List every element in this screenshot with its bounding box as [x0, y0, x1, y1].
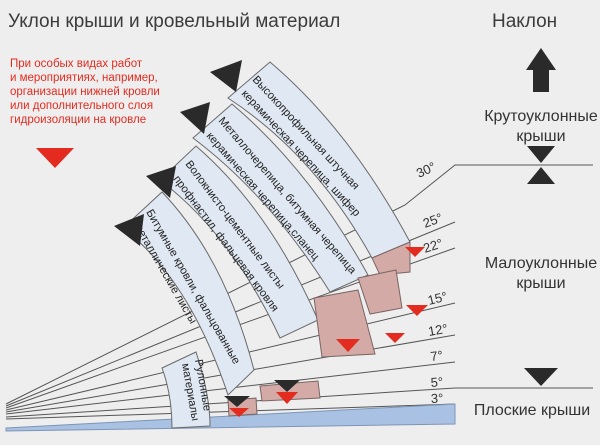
low-label-line1: Малоуклонные — [485, 255, 597, 272]
steep-label-line1: Крутоуклонные — [484, 108, 598, 125]
band-3b-red-marker-icon — [385, 333, 405, 343]
band-2-red-marker-icon — [406, 305, 428, 316]
arrow-band-3-icon — [146, 166, 176, 198]
band-2-shape — [192, 103, 369, 293]
flat-marker-icon — [524, 368, 558, 386]
material-band-5: Рулонные материалы — [161, 351, 258, 429]
band-4-shape — [122, 191, 255, 396]
angle-label: 30° — [414, 159, 438, 181]
note-line: организации нижней кровли — [10, 86, 160, 98]
band-1-red-marker-icon — [405, 247, 425, 257]
band-3-red-marker-icon — [336, 339, 360, 352]
band-4-black-marker-icon — [274, 380, 300, 392]
up-arrow-icon — [526, 48, 556, 70]
arrow-band-1-icon — [210, 60, 242, 92]
band-5-red-marker-icon — [229, 408, 249, 417]
slope-heading: Наклон — [492, 11, 557, 32]
diagram-title: Уклон крыши и кровельный материал — [8, 11, 340, 32]
flat-roof-bar — [5, 403, 456, 432]
angle-label: 3° — [431, 391, 444, 406]
band-3-pink-block — [313, 289, 376, 358]
band-1-pink-block — [371, 241, 411, 276]
band-4-red-marker-icon — [276, 392, 298, 404]
flat-label: Плоские крыши — [474, 402, 590, 419]
scale-marker-down-icon — [527, 146, 555, 163]
note-red-marker-icon — [36, 148, 74, 168]
scale-marker-up-icon — [527, 167, 555, 184]
angle-label: 15° — [426, 289, 449, 308]
band-5-black-marker-icon — [224, 396, 250, 407]
arrow-band-4-icon — [114, 214, 144, 246]
note-line: и мероприятиях, например, — [10, 72, 158, 84]
angle-label: 12° — [427, 321, 449, 339]
angle-labels: 30° 25° 22° 15° 12° 7° 5° 3° — [414, 159, 449, 406]
band-4-pink-block — [259, 380, 321, 402]
angle-label: 22° — [421, 236, 444, 256]
low-label-line2: крыши — [516, 275, 565, 292]
note-line: При особых видах работ — [10, 58, 143, 70]
angle-label: 5° — [430, 374, 443, 390]
band-2-pink-block — [357, 269, 403, 315]
slope-line-5 — [5, 387, 593, 418]
direction-arrows — [114, 60, 242, 246]
up-arrow-shaft — [533, 70, 549, 92]
band-5-shape — [161, 351, 211, 429]
note-line: или дополнительного слоя — [10, 100, 153, 112]
steep-label-line2: крыши — [516, 128, 565, 145]
angle-label: 25° — [421, 210, 445, 231]
slope-scale: Крутоуклонные крыши Малоуклонные крыши П… — [474, 48, 598, 419]
angle-label: 7° — [430, 348, 444, 364]
arrow-band-2-icon — [180, 102, 210, 134]
note-text: При особых видах работ и мероприятиях, н… — [10, 58, 160, 126]
note-line: гидроизоляции на кровле — [10, 114, 146, 126]
